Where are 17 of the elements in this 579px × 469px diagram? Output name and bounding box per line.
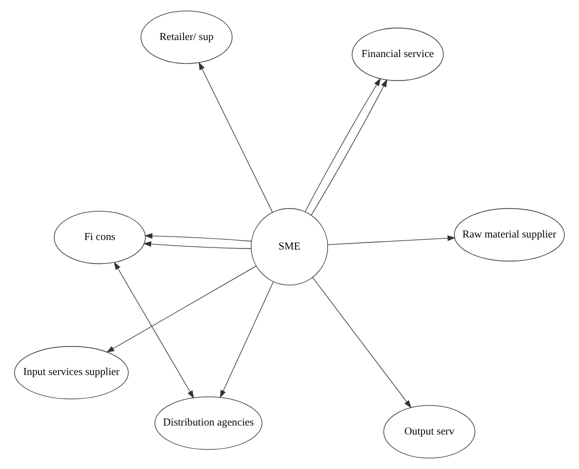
- arrow: [304, 78, 381, 212]
- arrow: [144, 233, 252, 242]
- node-ellipse: Financial service: [352, 28, 444, 81]
- node-ellipse: Output serv: [383, 405, 476, 458]
- node-circle: SME: [250, 208, 328, 286]
- node-ellipse: Retailer/ sup: [140, 10, 232, 64]
- arrow: [220, 281, 274, 398]
- arrow: [143, 241, 252, 249]
- node-ellipse: Fi cons: [54, 210, 146, 264]
- arrow: [327, 235, 456, 246]
- arrow: [312, 277, 412, 408]
- arrow: [198, 62, 273, 213]
- arrow: [106, 266, 256, 353]
- node-ellipse: Raw material supplier: [454, 208, 565, 262]
- node-ellipse: Distribution agencies: [154, 396, 262, 450]
- arrow: [114, 262, 194, 399]
- arrow: [310, 79, 388, 216]
